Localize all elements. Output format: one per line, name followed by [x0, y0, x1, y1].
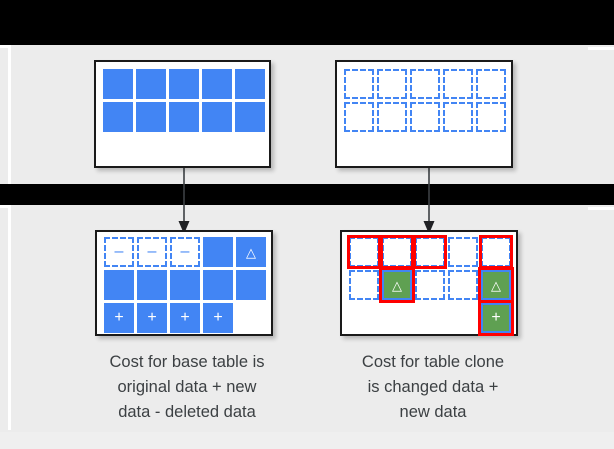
- grid-cell: +: [203, 303, 233, 333]
- grid-cell: [203, 270, 233, 300]
- grid-cell: [443, 69, 473, 99]
- mid-left-notch: [0, 205, 11, 208]
- base-table-original-panel: [94, 60, 271, 168]
- grid-cell: [236, 270, 266, 300]
- minus-icon: –: [114, 243, 124, 260]
- grid-cell: [169, 69, 199, 99]
- bottom-edge-strip: [0, 432, 614, 449]
- table-clone-after-grid: △ △ +: [347, 235, 514, 336]
- grid-cell: [103, 102, 133, 132]
- grid-cell: [235, 102, 265, 132]
- arrow-table-clone: [423, 166, 435, 234]
- grid-cell: [382, 303, 412, 333]
- mid-right-notch: [588, 207, 614, 210]
- grid-cell: [236, 303, 266, 333]
- grid-cell: [415, 303, 445, 333]
- grid-cell: +: [104, 303, 134, 333]
- table-clone-caption: Cost for table clone is changed data + n…: [361, 353, 505, 421]
- grid-cell: [104, 270, 134, 300]
- grid-cell: [448, 270, 478, 300]
- grid-cell: [410, 102, 440, 132]
- grid-cell: –: [137, 237, 167, 267]
- base-table-original-grid: [103, 69, 265, 132]
- minus-icon: –: [147, 243, 157, 260]
- grid-cell: +: [478, 300, 514, 336]
- grid-cell: –: [170, 237, 200, 267]
- grid-cell: [169, 102, 199, 132]
- grid-cell: [136, 102, 166, 132]
- plus-icon: +: [114, 309, 124, 326]
- plus-icon: +: [491, 309, 501, 326]
- triangle-icon: △: [491, 277, 501, 293]
- grid-cell: [377, 69, 407, 99]
- top-left-notch: [0, 45, 11, 48]
- table-clone-original-grid: [344, 69, 506, 132]
- grid-cell: [380, 235, 414, 269]
- top-right-notch: [588, 47, 614, 50]
- grid-cell: [202, 69, 232, 99]
- grid-cell: [448, 303, 478, 333]
- base-table-after-grid: – – – △ + + + +: [104, 237, 266, 333]
- grid-cell: [347, 235, 381, 269]
- base-table-caption: Cost for base table is original data + n…: [109, 353, 265, 421]
- grid-cell: △: [478, 267, 514, 303]
- grid-cell: [202, 102, 232, 132]
- grid-cell: [137, 270, 167, 300]
- grid-cell: [349, 270, 379, 300]
- triangle-icon: △: [246, 244, 256, 260]
- grid-cell: [349, 303, 379, 333]
- plus-icon: +: [213, 309, 223, 326]
- plus-icon: +: [180, 309, 190, 326]
- left-rule-top: [8, 48, 11, 184]
- grid-cell: +: [170, 303, 200, 333]
- plus-icon: +: [147, 309, 157, 326]
- grid-cell: [103, 69, 133, 99]
- grid-cell: [344, 102, 374, 132]
- grid-cell: –: [104, 237, 134, 267]
- base-table-after-panel: – – – △ + + + +: [95, 230, 273, 336]
- triangle-icon: △: [392, 277, 402, 293]
- minus-icon: –: [180, 243, 190, 260]
- grid-cell: [377, 102, 407, 132]
- arrow-base-table: [178, 166, 190, 234]
- grid-cell: [476, 102, 506, 132]
- grid-cell: [235, 69, 265, 99]
- table-clone-original-panel: [335, 60, 513, 168]
- grid-cell: [476, 69, 506, 99]
- grid-cell: [443, 102, 473, 132]
- grid-cell: [479, 235, 513, 269]
- grid-cell: [410, 69, 440, 99]
- grid-cell: +: [137, 303, 167, 333]
- grid-cell: [203, 237, 233, 267]
- grid-cell: [413, 235, 447, 269]
- left-rule-bottom: [8, 208, 11, 430]
- grid-cell: [170, 270, 200, 300]
- grid-cell: [415, 270, 445, 300]
- grid-cell: [344, 69, 374, 99]
- grid-cell: [448, 237, 478, 267]
- top-section-background: [0, 45, 614, 184]
- grid-cell: △: [379, 267, 415, 303]
- grid-cell: △: [236, 237, 266, 267]
- table-clone-after-panel: △ △ +: [340, 230, 518, 336]
- grid-cell: [136, 69, 166, 99]
